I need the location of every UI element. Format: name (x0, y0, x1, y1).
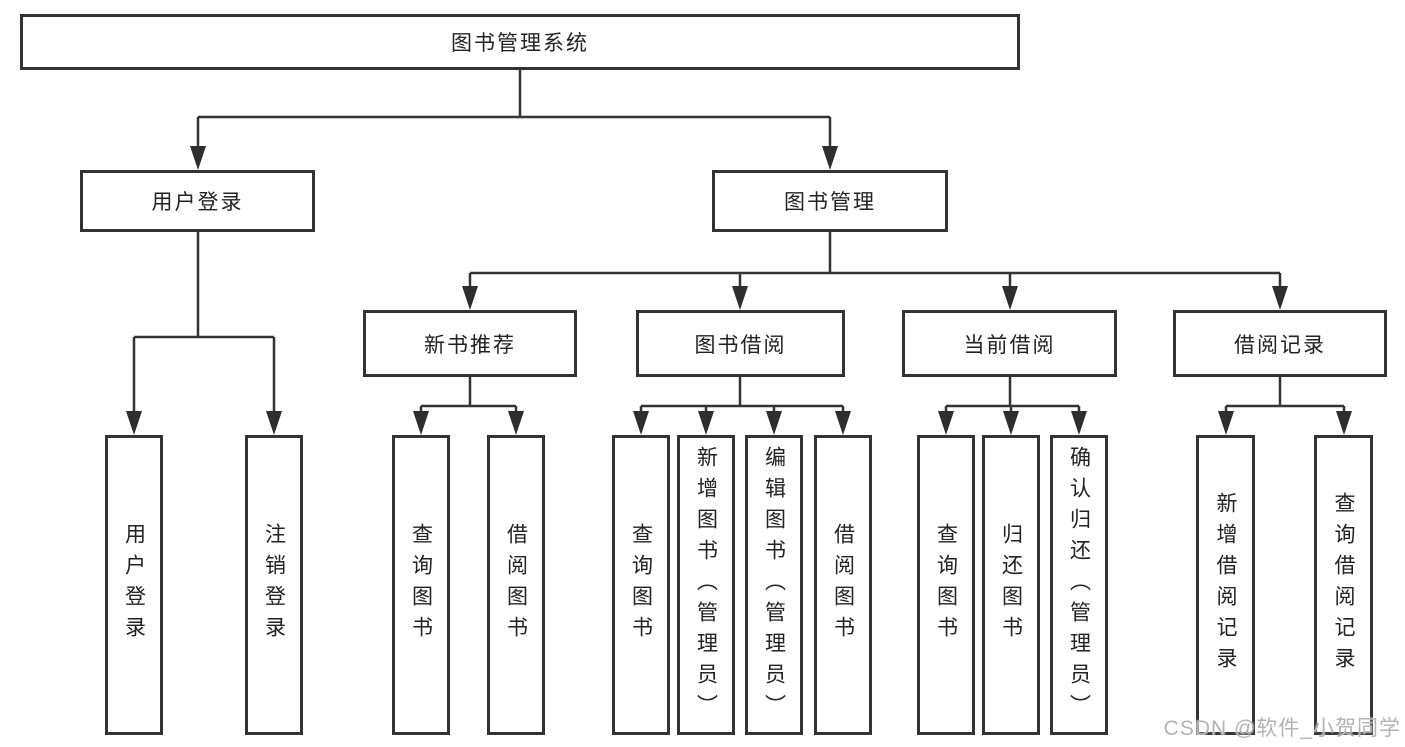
leaf-user-login: 用户登录 (105, 435, 163, 735)
node-book-management-label: 图书管理 (784, 191, 876, 214)
node-root: 图书管理系统 (20, 14, 1020, 70)
node-book-management: 图书管理 (712, 170, 948, 232)
leaf-user-login-label: 用户登录 (122, 523, 146, 647)
node-book-borrow: 图书借阅 (636, 310, 845, 377)
node-new-book-recommend: 新书推荐 (363, 310, 577, 377)
csdn-watermark: CSDN @软件_小贺同学 (1163, 717, 1401, 740)
leaf-current-query-book: 查询图书 (917, 435, 975, 735)
node-current-borrow-label: 当前借阅 (963, 333, 1056, 357)
leaf-add-book-admin-label: 新增图书（管理员） (694, 445, 718, 725)
leaf-return-book-label: 归还图书 (999, 523, 1023, 647)
leaf-recommend-query-book-label: 查询图书 (409, 523, 433, 647)
leaf-add-borrow-record: 新增借阅记录 (1196, 435, 1255, 735)
node-book-borrow-label: 图书借阅 (694, 333, 787, 357)
leaf-add-book-admin: 新增图书（管理员） (677, 435, 735, 735)
leaf-borrow-query-book-label: 查询图书 (629, 523, 653, 647)
leaf-edit-book-admin-label: 编辑图书（管理员） (762, 445, 786, 725)
arrowheads (126, 146, 1352, 435)
node-new-book-recommend-label: 新书推荐 (424, 333, 516, 357)
leaf-recommend-borrow-book-label: 借阅图书 (504, 523, 528, 647)
node-user-login-label: 用户登录 (151, 191, 244, 214)
leaf-confirm-return-admin-label: 确认归还（管理员） (1067, 445, 1091, 725)
leaf-borrow-query-book: 查询图书 (612, 435, 670, 735)
leaf-logout-label: 注销登录 (262, 523, 286, 647)
node-current-borrow: 当前借阅 (902, 310, 1117, 377)
leaf-borrow-book: 借阅图书 (814, 435, 872, 735)
node-borrow-record-label: 借阅记录 (1234, 333, 1326, 357)
leaf-recommend-borrow-book: 借阅图书 (487, 435, 545, 735)
leaf-query-borrow-record: 查询借阅记录 (1314, 435, 1373, 735)
leaf-confirm-return-admin: 确认归还（管理员） (1050, 435, 1108, 735)
leaf-current-query-book-label: 查询图书 (934, 523, 958, 647)
node-root-label: 图书管理系统 (451, 32, 589, 55)
node-user-login: 用户登录 (80, 170, 315, 232)
leaf-borrow-book-label: 借阅图书 (831, 523, 855, 647)
leaf-logout: 注销登录 (245, 435, 303, 735)
leaf-return-book: 归还图书 (982, 435, 1040, 735)
leaf-recommend-query-book: 查询图书 (392, 435, 450, 735)
node-borrow-record: 借阅记录 (1173, 310, 1387, 377)
leaf-edit-book-admin: 编辑图书（管理员） (745, 435, 803, 735)
leaf-query-borrow-record-label: 查询借阅记录 (1332, 492, 1355, 678)
leaf-add-borrow-record-label: 新增借阅记录 (1214, 492, 1237, 678)
